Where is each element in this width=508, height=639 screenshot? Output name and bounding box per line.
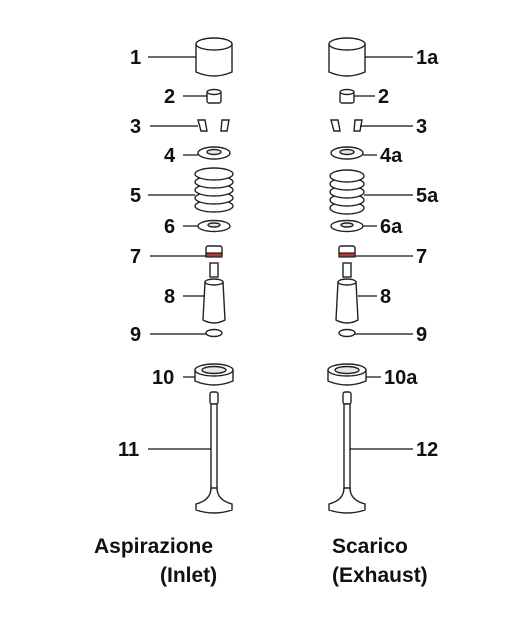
- exhaust-label-6a: 6a: [380, 216, 403, 238]
- inlet-assembly: 1 2 3 4 5 6 7 8 9 10 11: [118, 37, 234, 514]
- exhaust-part-10a-seat-ring: [327, 363, 367, 386]
- inlet-label-10: 10: [152, 367, 174, 389]
- exhaust-label-10a: 10a: [384, 367, 418, 389]
- exhaust-label-7: 7: [416, 246, 427, 268]
- exhaust-part-2-shim: [339, 88, 355, 104]
- exhaust-part-5a-spring: [329, 169, 365, 215]
- inlet-label-6: 6: [164, 216, 175, 238]
- inlet-caption-line2: (Inlet): [160, 564, 217, 587]
- exhaust-part-3-cotters: [330, 119, 363, 132]
- inlet-part-11-valve: [195, 391, 233, 514]
- exhaust-caption-line1: Scarico: [332, 535, 408, 558]
- inlet-label-9: 9: [130, 324, 141, 346]
- exhaust-label-12: 12: [416, 439, 438, 461]
- inlet-part-3-cotters: [197, 119, 230, 132]
- exhaust-label-2: 2: [378, 86, 389, 108]
- exhaust-part-9-circlip: [338, 328, 356, 338]
- exhaust-part-12-valve: [328, 391, 366, 514]
- exhaust-part-6a-seat: [330, 219, 364, 233]
- exhaust-label-3: 3: [416, 116, 427, 138]
- exhaust-label-1a: 1a: [416, 47, 439, 69]
- inlet-part-7-stem-seal: [205, 245, 223, 258]
- exhaust-assembly: 1a 2 3 4a 5a 6a 7 8 9 10a 12: [327, 37, 439, 514]
- inlet-part-6-seat: [197, 219, 231, 233]
- inlet-label-7: 7: [130, 246, 141, 268]
- inlet-label-1: 1: [130, 47, 141, 69]
- inlet-label-2: 2: [164, 86, 175, 108]
- inlet-label-11: 11: [118, 439, 139, 461]
- exhaust-label-5a: 5a: [416, 185, 439, 207]
- exhaust-part-7-stem-seal: [338, 245, 356, 258]
- inlet-caption-line1: Aspirazione: [94, 535, 213, 558]
- exhaust-label-9: 9: [416, 324, 427, 346]
- inlet-part-8-guide: [202, 262, 226, 324]
- inlet-label-3: 3: [130, 116, 141, 138]
- inlet-part-1-tappet: [195, 37, 233, 77]
- inlet-label-8: 8: [164, 286, 175, 308]
- inlet-part-2-shim: [206, 88, 222, 104]
- exhaust-label-8: 8: [380, 286, 391, 308]
- inlet-label-4: 4: [164, 145, 176, 167]
- inlet-part-5-spring: [194, 167, 234, 213]
- exhaust-label-4a: 4a: [380, 145, 403, 167]
- inlet-part-4-retainer: [197, 146, 231, 160]
- inlet-part-9-circlip: [205, 328, 223, 338]
- exhaust-part-4a-retainer: [330, 146, 364, 160]
- inlet-part-10-seat-ring: [194, 363, 234, 386]
- exhaust-caption-line2: (Exhaust): [332, 564, 428, 587]
- exhaust-part-1a-tappet: [328, 37, 366, 77]
- inlet-label-5: 5: [130, 185, 141, 207]
- exhaust-part-8-guide: [335, 262, 359, 324]
